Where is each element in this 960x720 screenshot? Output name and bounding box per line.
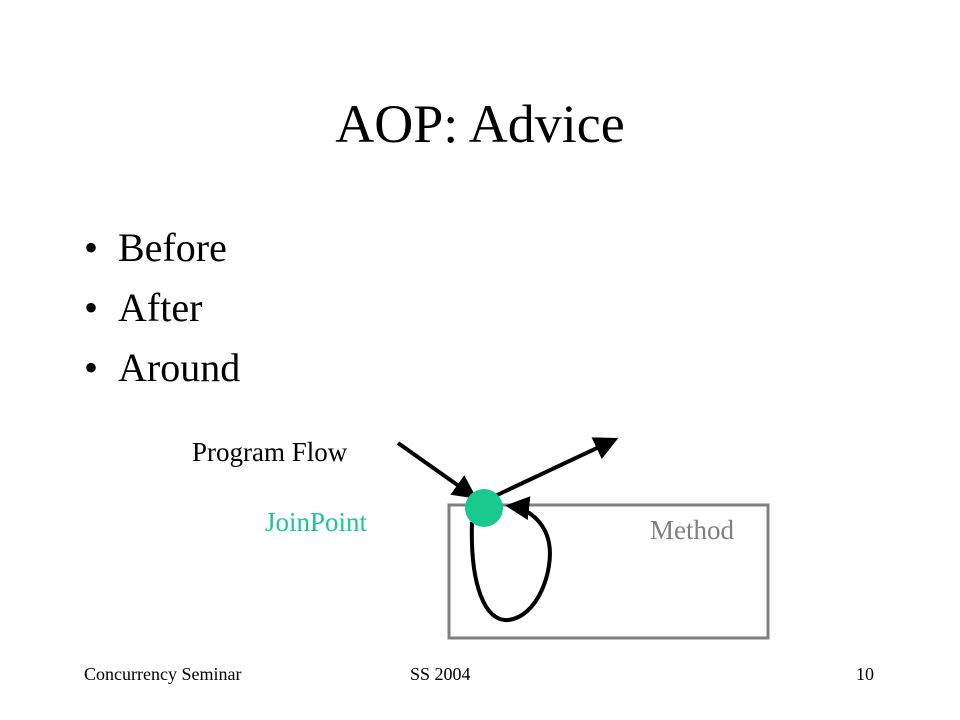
joinpoint-label: JoinPoint: [265, 507, 368, 537]
slide-title: AOP: Advice: [335, 94, 625, 154]
bullet-text: Before: [118, 225, 227, 270]
footer-center: SS 2004: [410, 664, 471, 684]
bullet-item-after: • After: [84, 278, 240, 338]
bullet-item-around: • Around: [84, 338, 240, 398]
around-loop-arrow: [469, 496, 552, 623]
bullet-dot: •: [84, 225, 99, 270]
bullet-text: After: [118, 285, 203, 330]
joinpoint-dot: [465, 489, 503, 527]
program-flow-label: Program Flow: [192, 437, 348, 467]
footer-page-number: 10: [856, 664, 874, 684]
bullet-list: • Before • After • Around: [84, 218, 240, 398]
footer-left: Concurrency Seminar: [84, 664, 242, 684]
bullet-item-before: • Before: [84, 218, 240, 278]
bullet-dot: •: [84, 345, 99, 390]
bullet-text: Around: [118, 345, 241, 390]
method-box: [447, 503, 770, 640]
method-label: Method: [650, 515, 734, 545]
program-flow-out-arrow: [494, 437, 619, 498]
bullet-dot: •: [84, 285, 99, 330]
program-flow-in-arrow: [396, 441, 477, 499]
